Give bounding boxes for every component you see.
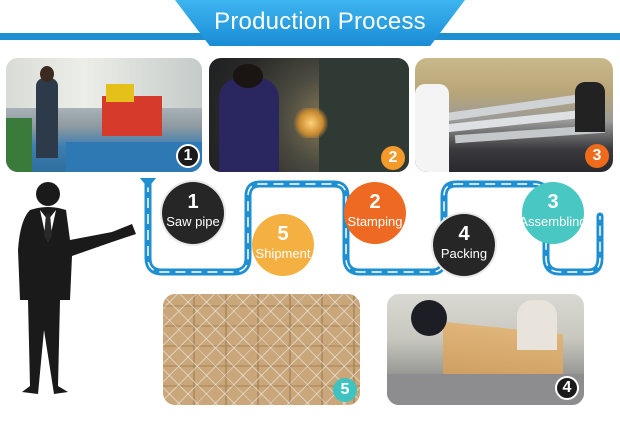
page-title: Production Process	[214, 8, 426, 35]
photo-saw-pipe: 1	[6, 58, 202, 172]
step-packing: 4 Packing	[433, 214, 495, 276]
photo-packing: 4	[387, 294, 584, 405]
step-label: Saw pipe	[166, 214, 220, 229]
businessman-illustration	[18, 182, 136, 394]
step-assembling: 3 Assembling	[519, 182, 587, 244]
step-number: 4	[458, 223, 470, 245]
step-saw-pipe: 1 Saw pipe	[162, 182, 224, 244]
step-label: Shipment	[255, 246, 311, 261]
photo-badge-4: 4	[555, 376, 579, 400]
photo-shipment: 5	[163, 294, 360, 405]
process-path	[140, 178, 604, 276]
header-banner	[175, 0, 465, 46]
step-number: 2	[369, 191, 381, 213]
step-shipment: 5 Shipment	[252, 214, 314, 276]
step-label: Packing	[440, 246, 488, 261]
step-number: 1	[187, 191, 199, 213]
photo-badge-3: 3	[585, 144, 609, 168]
photo-assembling: 3	[415, 58, 613, 172]
photo-badge-1: 1	[176, 144, 200, 168]
photo-badge-2: 2	[381, 146, 405, 170]
photo-stamping: 2	[209, 58, 409, 172]
step-number: 3	[547, 191, 559, 213]
step-label: Stamping	[347, 214, 403, 229]
step-number: 5	[277, 223, 289, 245]
photo-badge-5: 5	[333, 378, 357, 402]
step-label: Assembling	[519, 214, 587, 229]
step-stamping: 2 Stamping	[344, 182, 406, 244]
